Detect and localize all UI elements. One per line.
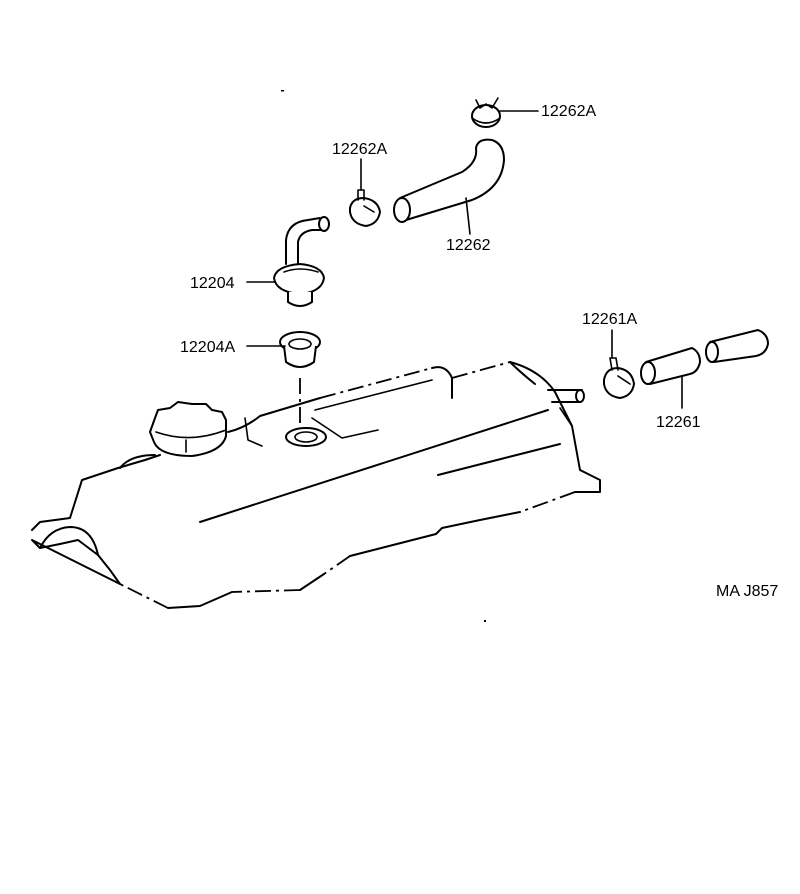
label-part-3: 12262 <box>446 237 491 254</box>
label-part-4: 12204 <box>190 275 235 292</box>
grommet-seat <box>285 427 327 447</box>
ventilation-hose <box>393 138 505 223</box>
part-labels: 12262A 12262A 12262 12204 12204A 12261A … <box>180 103 778 600</box>
label-part-7: 12261 <box>656 414 701 431</box>
label-part-5: 12204A <box>180 339 235 356</box>
oil-filler-cap <box>149 401 227 457</box>
pcv-valve <box>273 216 330 307</box>
side-hose <box>640 329 769 385</box>
label-part-6: 12261A <box>582 311 637 328</box>
label-part-1: 12262A <box>541 103 596 120</box>
hose-clip-side <box>603 357 635 399</box>
hose-clip-top <box>471 97 501 128</box>
label-part-2: 12262A <box>332 141 387 158</box>
grommet <box>279 331 321 368</box>
cylinder-head-cover <box>31 361 601 609</box>
leader-lines <box>246 110 683 409</box>
figure-code: MA J857 <box>716 583 778 600</box>
hose-clip-upper <box>349 189 381 227</box>
